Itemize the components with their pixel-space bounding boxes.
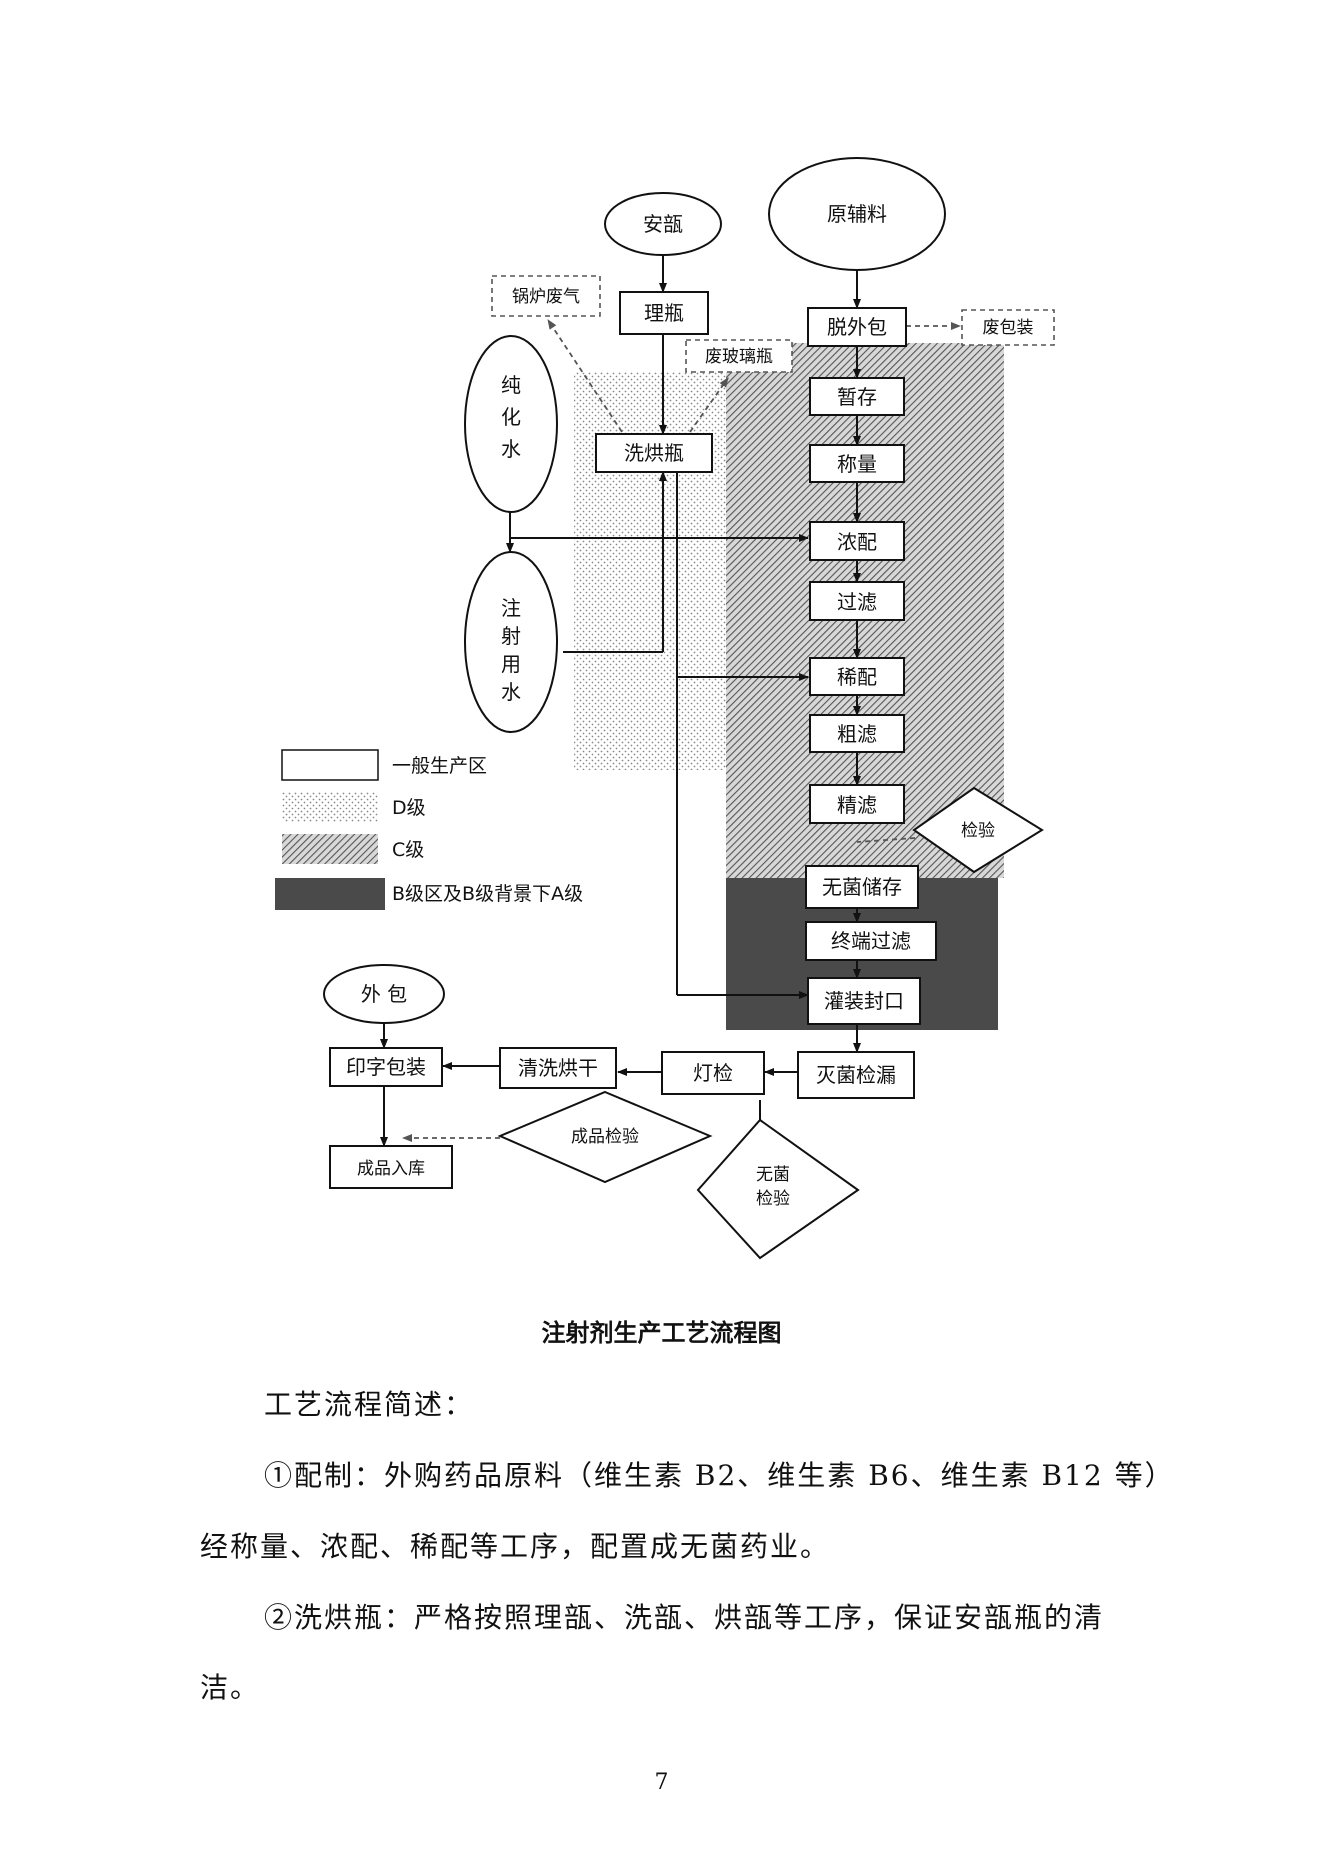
legend-swatch-b [275, 878, 385, 910]
waibao-label: 外 包 [361, 982, 407, 1006]
guolv-box [809, 581, 905, 621]
miejunjianlou-label: 灭菌检漏 [816, 1063, 896, 1087]
jianyan-label: 检验 [961, 821, 995, 841]
wujunjianyan-label-2: 检验 [756, 1189, 790, 1209]
qingxihonggan-label: 清洗烘干 [518, 1056, 598, 1080]
figure-caption: 注射剂生产工艺流程图 [541, 1319, 782, 1347]
feibaozhuang-box [961, 309, 1055, 346]
dengjian-box [661, 1051, 765, 1095]
nongpei-label: 浓配 [837, 530, 877, 554]
yinzibaozhuang-label: 印字包装 [346, 1055, 426, 1079]
zhusheyongshui-label-1: 注 [501, 596, 521, 620]
jinglv-label: 精滤 [837, 793, 877, 817]
waibao-node [323, 964, 445, 1024]
legend-label-c: C级 [392, 839, 424, 861]
chunhuashui-label-1: 纯 [501, 373, 521, 397]
culv-label: 粗滤 [837, 722, 877, 746]
chunhuashui-label-2: 化 [501, 405, 521, 429]
zhongduanguolv-box [805, 921, 937, 961]
zancun-box [809, 377, 905, 416]
feiboliping-box [685, 339, 793, 373]
yinzibaozhuang-box [329, 1047, 443, 1087]
item1-line1: ①配制：外购药品原料（维生素 B2、维生素 B6、维生素 B12 等） [264, 1459, 1175, 1492]
process-heading: 工艺流程简述： [264, 1388, 475, 1421]
legend-label-d: D级 [392, 797, 426, 819]
zhusheyongshui-label-3: 用 [501, 652, 521, 676]
legend: 一般生产区 D级 C级 B级区及B级背景下A级 [275, 749, 583, 910]
wujunjianyan-label-1: 无菌 [756, 1165, 790, 1185]
yuanfuliao-label: 原辅料 [827, 202, 887, 226]
xipei-box [809, 657, 905, 696]
chunhuashui-node [464, 335, 558, 513]
anpou-label: 安瓿 [643, 212, 683, 236]
xipei-label: 稀配 [837, 665, 877, 689]
guolu-feiqi-box [491, 275, 601, 317]
chengliang-box [809, 444, 905, 483]
guanzhuangfengkou-label: 灌装封口 [824, 989, 904, 1013]
liping-label: 理瓶 [644, 301, 684, 325]
zancun-label: 暂存 [837, 385, 877, 409]
page-number: 7 [654, 1770, 669, 1795]
feibaozhuang-label: 废包装 [983, 318, 1034, 338]
liping-box [619, 291, 709, 335]
zhusheyongshui-label-4: 水 [501, 680, 521, 704]
legend-swatch-general [281, 749, 379, 781]
d-grade-zone [574, 372, 726, 770]
legend-swatch-d [282, 792, 378, 822]
wujunchucun-box [805, 865, 919, 909]
yuanfuliao-node [768, 157, 946, 271]
legend-swatch-c [282, 834, 378, 864]
guolu-feiqi-label: 锅炉废气 [512, 287, 580, 307]
wujunjianyan-diamond [696, 1118, 860, 1260]
chengpinruku-box [329, 1145, 453, 1189]
jinglv-box [809, 784, 905, 824]
miejunjianlou-box [797, 1051, 915, 1099]
process-flow-diagram: 安瓿 原辅料 锅炉废气 理瓶 脱外包 废包装 废玻璃瓶 纯 化 水 洗烘瓶 暂存… [275, 157, 1055, 1260]
chengpinruku-label: 成品入库 [357, 1159, 425, 1179]
chengpinjianyan-label: 成品检验 [571, 1127, 639, 1147]
xihongping-label: 洗烘瓶 [624, 441, 684, 465]
tuowaibao-label: 脱外包 [827, 315, 887, 339]
legend-label-b: B级区及B级背景下A级 [392, 883, 583, 905]
chengpinjianyan-diamond [497, 1090, 713, 1184]
qingxihonggan-box [499, 1047, 617, 1089]
zhusheyongshui-label-2: 射 [501, 624, 521, 648]
feiboliping-label: 废玻璃瓶 [705, 347, 773, 367]
legend-label-general: 一般生产区 [392, 755, 487, 777]
guanzhuangfengkou-box [807, 977, 921, 1025]
zhongduanguolv-label: 终端过滤 [831, 929, 911, 953]
chunhuashui-label-3: 水 [501, 437, 521, 461]
item1-line2: 经称量、浓配、稀配等工序，配置成无菌药业。 [200, 1530, 831, 1563]
item2-line2: 洁。 [200, 1671, 261, 1704]
anpou-node [604, 192, 722, 256]
zhusheyongshui-node [464, 551, 558, 733]
dengjian-label: 灯检 [693, 1061, 733, 1085]
xihongping-box [595, 433, 713, 473]
item2-line1: ②洗烘瓶：严格按照理瓿、洗瓿、烘瓿等工序，保证安瓿瓶的清 [264, 1601, 1105, 1634]
tuowaibao-box [807, 307, 907, 347]
guolv-label: 过滤 [837, 590, 877, 614]
nongpei-box [809, 521, 905, 561]
jianyan-diamond [912, 786, 1044, 874]
wujunchucun-label: 无菌储存 [822, 875, 902, 899]
culv-box [809, 714, 905, 753]
chengliang-label: 称量 [837, 452, 877, 476]
